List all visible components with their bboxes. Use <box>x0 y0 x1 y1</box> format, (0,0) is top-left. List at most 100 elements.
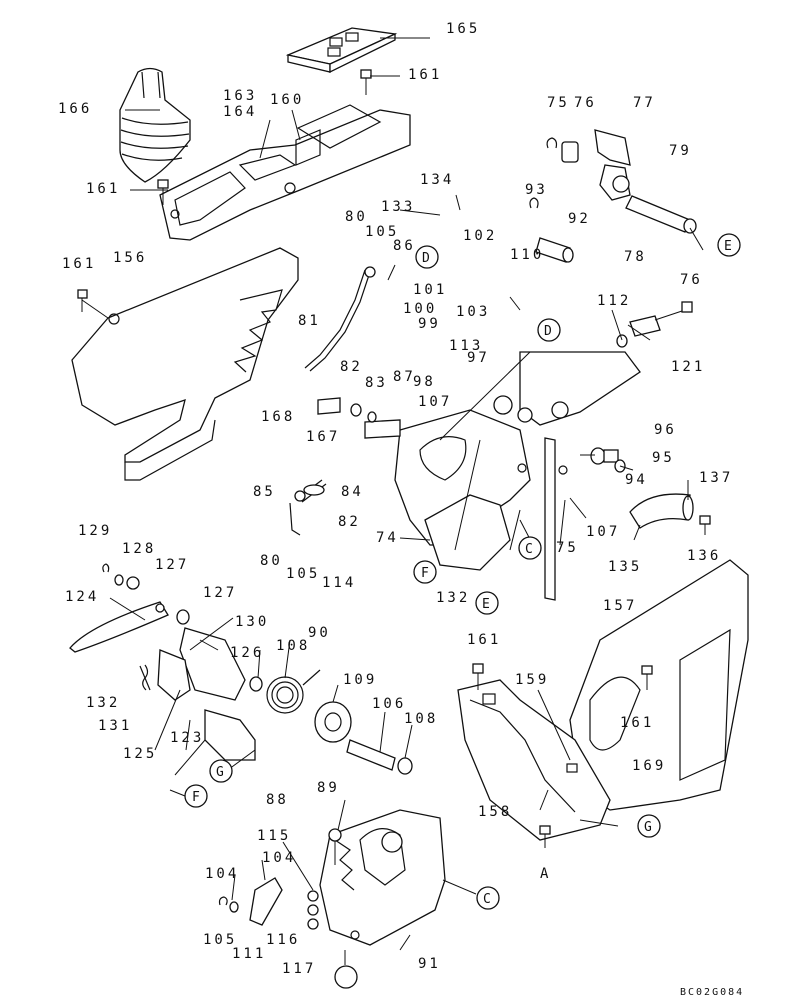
part-label: 112 <box>597 293 631 309</box>
leader-lines <box>81 37 704 965</box>
part-label: 117 <box>282 961 316 977</box>
part-label: 166 <box>58 101 92 117</box>
part-label: 97 <box>467 350 490 366</box>
part-label: 132 <box>86 695 120 711</box>
cable-121 <box>616 301 693 348</box>
part-label: 82 <box>338 514 361 530</box>
part-label: 106 <box>372 696 406 712</box>
part-label: 83 <box>365 375 388 391</box>
part-label: 108 <box>404 711 438 727</box>
part-label: 79 <box>669 143 692 159</box>
part-label: 108 <box>276 638 310 654</box>
part-label: 104 <box>262 850 296 866</box>
part-label: 130 <box>235 614 269 630</box>
lever-124 <box>69 563 169 653</box>
switch-panel-165 <box>285 27 398 74</box>
part-label: 75 <box>556 540 579 556</box>
side-cover-156 <box>71 247 299 481</box>
part-label: 99 <box>418 316 441 332</box>
part-label: 129 <box>78 523 112 539</box>
callout-letter: F <box>192 790 200 805</box>
part-label: 107 <box>418 394 452 410</box>
part-label: 125 <box>123 746 157 762</box>
part-label: 137 <box>699 470 733 486</box>
part-label: 93 <box>525 182 548 198</box>
part-label: 114 <box>322 575 356 591</box>
part-label: 131 <box>98 718 132 734</box>
part-label: 161 <box>408 67 442 83</box>
roller-109-106 <box>314 701 413 775</box>
link-rod-84 <box>289 479 327 536</box>
part-label: 133 <box>381 199 415 215</box>
part-label: 104 <box>205 866 239 882</box>
part-label: 136 <box>687 548 721 564</box>
part-label: 78 <box>624 249 647 265</box>
part-label: 89 <box>317 780 340 796</box>
callout-letter: C <box>483 892 491 907</box>
arm-135 <box>629 493 711 535</box>
part-label: 128 <box>122 541 156 557</box>
part-label: 163 <box>223 88 257 104</box>
part-label: 105 <box>365 224 399 240</box>
part-label: 81 <box>298 313 321 329</box>
part-label: 161 <box>86 181 120 197</box>
part-label: 105 <box>286 566 320 582</box>
part-label: 161 <box>620 715 654 731</box>
bolt-161-left <box>157 179 169 205</box>
part-label: 88 <box>266 792 289 808</box>
part-label: 95 <box>652 450 675 466</box>
bolt-162 <box>539 825 551 848</box>
part-label: 127 <box>203 585 237 601</box>
rod-81 <box>304 266 376 372</box>
part-label: 107 <box>586 524 620 540</box>
part-label: 82 <box>340 359 363 375</box>
part-label: 111 <box>232 946 266 962</box>
part-label: 96 <box>654 422 677 438</box>
console-body-160 <box>159 104 411 241</box>
part-label: 87 <box>393 369 416 385</box>
part-label: 169 <box>632 758 666 774</box>
part-label: 77 <box>633 95 656 111</box>
part-label: 164 <box>223 104 257 120</box>
callout-letter: G <box>644 820 652 835</box>
callout-letter: F <box>421 566 429 581</box>
part-label: 167 <box>306 429 340 445</box>
part-label: 110 <box>510 247 544 263</box>
part-label: 160 <box>270 92 304 108</box>
part-label: 102 <box>463 228 497 244</box>
part-label: 115 <box>257 828 291 844</box>
part-label: 86 <box>393 238 416 254</box>
part-label: 98 <box>413 374 436 390</box>
drawing-code: BC02G084 <box>680 987 744 998</box>
bolt-161-side <box>77 289 88 312</box>
callout-letter: E <box>724 239 732 254</box>
part-label: 124 <box>65 589 99 605</box>
parts-75-79 <box>546 129 631 201</box>
part-label: 157 <box>603 598 637 614</box>
part-label: 76 <box>574 95 597 111</box>
part-label: 80 <box>345 209 368 225</box>
part-label: 134 <box>420 172 454 188</box>
part-label: 126 <box>230 645 264 661</box>
part-label: 161 <box>62 256 96 272</box>
part-label: 101 <box>413 282 447 298</box>
part-label: 75 <box>547 95 570 111</box>
bracket-assy-center <box>394 351 641 601</box>
part-label: 103 <box>456 304 490 320</box>
bolt-115-116-117 <box>307 828 342 930</box>
callout-circles <box>184 233 741 989</box>
part-label: 90 <box>308 625 331 641</box>
part-label: 94 <box>625 472 648 488</box>
callout-letter: D <box>544 324 552 339</box>
part-label: 74 <box>376 530 399 546</box>
pin-78 <box>625 195 697 234</box>
part-label: 158 <box>478 804 512 820</box>
pedal-bracket-91 <box>319 809 446 946</box>
part-label: 156 <box>113 250 147 266</box>
bolt-161-cover <box>472 663 653 690</box>
callout-letter: D <box>422 251 430 266</box>
callout-letter: C <box>525 542 533 557</box>
part-label: 92 <box>568 211 591 227</box>
